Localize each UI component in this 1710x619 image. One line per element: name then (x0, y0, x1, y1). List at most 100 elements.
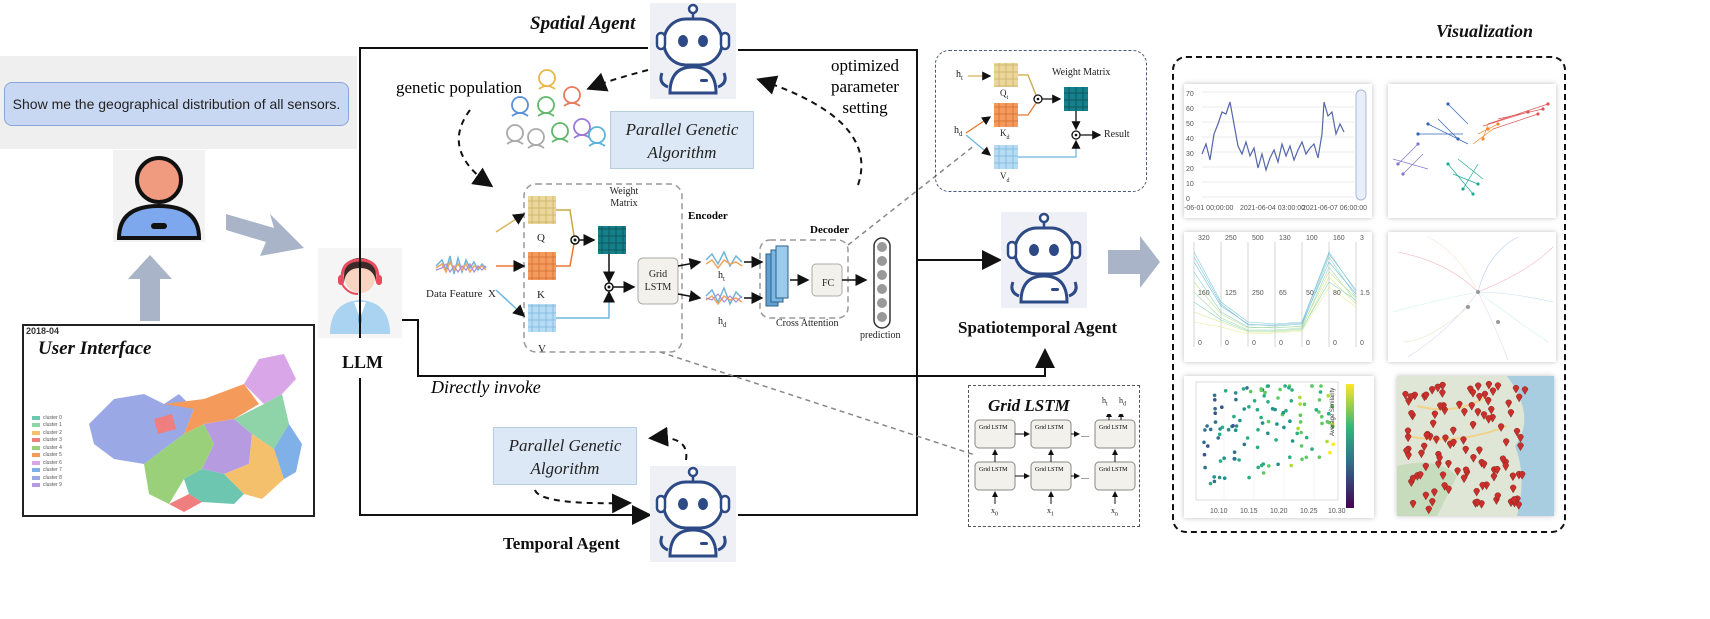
map-marker-icon (1445, 460, 1452, 469)
scatter-point (1255, 407, 1260, 412)
legend-swatch (32, 483, 40, 488)
query-bubble[interactable]: Show me the geographical distribution of… (4, 82, 349, 126)
map-marker-icon (1462, 445, 1469, 455)
map-marker-icon (1431, 488, 1438, 497)
legend-swatch (32, 438, 40, 443)
inset-k: Kd (1000, 128, 1010, 141)
scatter-point (1298, 420, 1303, 424)
legend-swatch (32, 430, 40, 435)
marker-map-panel (1397, 376, 1554, 516)
line-y-tick: 30 (1186, 151, 1194, 158)
map-marker-icon (1488, 406, 1495, 415)
map-marker-icon (1502, 438, 1510, 447)
map-marker-icon (1468, 402, 1475, 411)
h-t-base: h (718, 270, 723, 281)
svg-text:....: .... (1081, 430, 1089, 439)
pga-top-box: Parallel Genetic Algorithm (610, 111, 754, 169)
scatter-point (1290, 439, 1295, 443)
scatter-point (1213, 420, 1218, 424)
map-marker-icon (1445, 485, 1452, 495)
legend-item: cluster 7 (32, 467, 92, 475)
scatter-point (1259, 415, 1263, 420)
scatter-point (1222, 476, 1227, 480)
weight-matrix-line1: Weight (609, 186, 639, 197)
optimized-line3: setting (842, 98, 888, 117)
scatter-point (1245, 386, 1249, 390)
scatter-point (1212, 479, 1217, 484)
inset-q-sub: t (1006, 94, 1009, 101)
temporal-agent-robot-icon (650, 466, 736, 562)
scatter-point (1238, 418, 1242, 423)
scatter-point (1302, 402, 1307, 407)
legend-item: cluster 5 (32, 452, 92, 460)
spatiotemporal-agent-label: Spatiotemporal Agent (958, 318, 1118, 337)
colorbar-label: Average Similarity (1330, 387, 1336, 436)
grid-lstm-cells: .... .... (974, 414, 1136, 504)
scatter-point (1242, 442, 1247, 447)
map-marker-icon (1467, 385, 1474, 395)
map-marker-icon (1509, 484, 1517, 494)
gl-cell-3: Grid LSTM (1099, 425, 1128, 431)
map-marker-icon (1403, 447, 1410, 457)
scatter-point (1233, 391, 1238, 395)
optimized-line2: parameter (831, 77, 899, 96)
map-marker-icon (1476, 446, 1483, 456)
scatter-point (1220, 405, 1224, 409)
map-marker-icon (1439, 389, 1446, 398)
inset-q: Qt (1000, 88, 1008, 101)
scatter-x-tick: 10.20 (1270, 508, 1288, 515)
gl-cell-1: Grid LSTM (979, 425, 1008, 431)
map-marker-icon (1513, 428, 1521, 437)
scatter-point (1218, 459, 1223, 463)
legend-item: cluster 3 (32, 437, 92, 445)
inset-k-sub: d (1006, 134, 1010, 141)
scatter-point (1331, 424, 1335, 429)
h-t-sub: t (723, 275, 725, 283)
map-marker-icon (1450, 426, 1457, 436)
svg-text:....: .... (1081, 472, 1089, 481)
map-marker-icon (1474, 498, 1481, 508)
gl-x0-sub: 0 (995, 511, 998, 518)
map-marker-icon (1473, 487, 1480, 497)
map-marker-icon (1423, 432, 1430, 441)
pga-bottom-line2: Algorithm (530, 459, 600, 478)
scatter-point (1310, 447, 1314, 451)
scatter-point (1260, 421, 1265, 425)
h-d-label: hd (718, 316, 727, 329)
pc-tick: 80 (1333, 290, 1341, 297)
genetic-population-label: genetic population (396, 78, 523, 97)
scatter-point (1296, 426, 1300, 431)
map-marker-icon (1409, 499, 1417, 509)
scatter-point (1226, 427, 1231, 432)
line-y-tick: 20 (1186, 166, 1194, 173)
scatter-point (1304, 435, 1309, 440)
pc-tick: 0 (1360, 340, 1364, 347)
legend-label: cluster 3 (43, 437, 62, 444)
inset-h-d-sub: d (959, 130, 963, 138)
grid-lstm-box-label: Grid LSTM (638, 268, 678, 294)
pc-tick: 0 (1252, 340, 1256, 347)
scatter-point (1232, 414, 1236, 419)
scatter-point (1295, 431, 1299, 436)
map-marker-icon (1485, 415, 1492, 424)
q-label: Q (537, 232, 545, 244)
map-marker-icon (1433, 435, 1440, 445)
h-d-base: h (718, 316, 723, 327)
map-marker-icon (1497, 423, 1505, 432)
legend-label: cluster 2 (43, 429, 62, 436)
map-marker-icon (1474, 408, 1482, 417)
map-marker-icon (1494, 492, 1502, 501)
scatter-point (1212, 393, 1217, 398)
inset-h-t: ht (956, 69, 963, 82)
prediction-label: prediction (860, 330, 901, 341)
inset-v-base: V (1000, 171, 1007, 181)
map-marker-icon (1402, 391, 1409, 400)
scatter-point (1310, 384, 1314, 388)
china-cluster-map (89, 354, 302, 512)
scatter-point (1213, 411, 1217, 415)
v-label: V (538, 343, 546, 355)
spatiotemporal-agent-robot-icon (1001, 212, 1087, 308)
legend-label: cluster 5 (43, 452, 62, 459)
map-marker-icon (1450, 438, 1457, 448)
legend-label: cluster 7 (43, 467, 62, 474)
